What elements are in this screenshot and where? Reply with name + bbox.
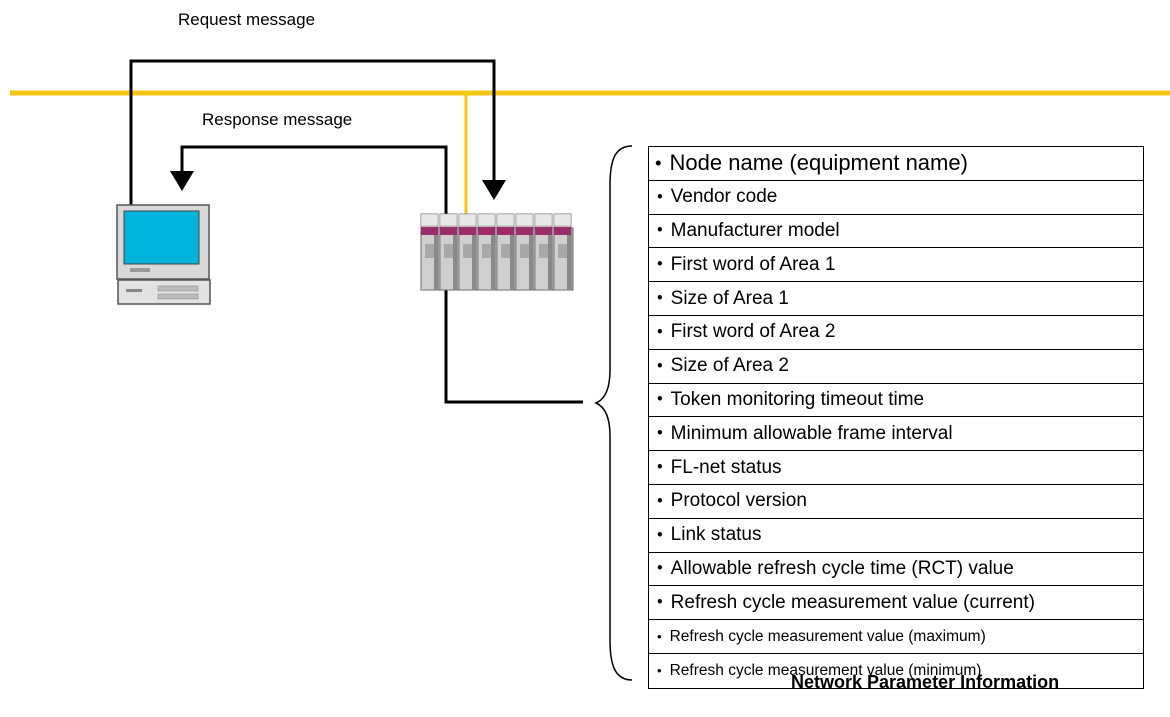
plc-icon (420, 213, 574, 291)
bullet-icon: • (657, 663, 662, 679)
parameter-label: Minimum allowable frame interval (670, 422, 953, 444)
bullet-icon: • (657, 491, 663, 510)
parameter-row: • Vendor code (649, 181, 1143, 215)
bullet-icon: • (657, 390, 663, 409)
parameter-label: Vendor code (670, 186, 778, 208)
parameter-link-line (444, 290, 583, 404)
parameter-label: First word of Area 2 (670, 321, 836, 343)
bullet-icon: • (657, 322, 663, 341)
parameter-row: • Node name (equipment name) (649, 147, 1143, 181)
parameter-label: Allowable refresh cycle time (RCT) value (670, 557, 1014, 579)
parameter-row: • FL-net status (649, 451, 1143, 485)
response-message-path (180, 145, 448, 226)
computer-icon (116, 204, 211, 305)
parameter-row: • Allowable refresh cycle time (RCT) valu… (649, 553, 1143, 587)
parameter-row: • First word of Area 2 (649, 316, 1143, 350)
request-message-label: Request message (178, 10, 316, 29)
bullet-icon: • (657, 187, 663, 206)
bullet-icon: • (657, 629, 662, 645)
bullet-icon: • (657, 593, 663, 612)
bullet-icon: • (657, 525, 663, 544)
bullet-icon: • (657, 458, 663, 477)
parameter-label: Refresh cycle measurement value (maximum… (669, 627, 986, 645)
response-message-label: Response message (202, 110, 353, 129)
response-arrowhead (170, 171, 194, 191)
parameter-row: • Manufacturer model (649, 215, 1143, 249)
parameter-label: Token monitoring timeout time (670, 388, 925, 410)
request-message-path (129, 59, 496, 207)
parameter-label: First word of Area 1 (670, 253, 836, 275)
parameter-row: • First word of Area 1 (649, 248, 1143, 283)
parameter-label: Size of Area 2 (670, 355, 789, 377)
parameter-row: • Refresh cycle measurement value (maximu… (649, 620, 1143, 654)
table-caption: Network Parameter Information (791, 672, 1060, 692)
parameter-label: Manufacturer model (670, 219, 840, 241)
parameter-row: • Protocol version (649, 485, 1143, 519)
bracket-brace (594, 145, 633, 681)
parameter-label: Link status (670, 524, 762, 546)
bullet-icon: • (657, 559, 663, 578)
request-arrowhead (482, 180, 506, 200)
parameter-table: •Node name (equipment name)•Vendor code•… (648, 146, 1144, 689)
bullet-icon: • (657, 255, 663, 274)
parameter-row: • Minimum allowable frame interval (649, 417, 1143, 452)
parameter-label: FL-net status (670, 456, 782, 478)
parameter-row: • Refresh cycle measurement value (curren… (649, 586, 1143, 621)
parameter-label: Refresh cycle measurement value (minimum… (669, 661, 982, 679)
parameter-label: Node name (equipment name) (669, 150, 968, 176)
bullet-icon: • (657, 221, 663, 240)
parameter-label: Refresh cycle measurement value (current… (670, 591, 1035, 613)
parameter-row: • Size of Area 2 (649, 350, 1143, 384)
bullet-icon: • (655, 152, 662, 174)
parameter-row: • Refresh cycle measurement value (minimu… (649, 654, 1143, 688)
bullet-icon: • (657, 424, 663, 443)
bullet-icon: • (657, 356, 663, 375)
parameter-row: • Token monitoring timeout time (649, 384, 1143, 418)
parameter-row: • Size of Area 1 (649, 282, 1143, 316)
parameter-row: • Link status (649, 519, 1143, 553)
parameter-label: Size of Area 1 (670, 287, 789, 309)
parameter-label: Protocol version (670, 490, 807, 512)
bullet-icon: • (657, 289, 663, 308)
